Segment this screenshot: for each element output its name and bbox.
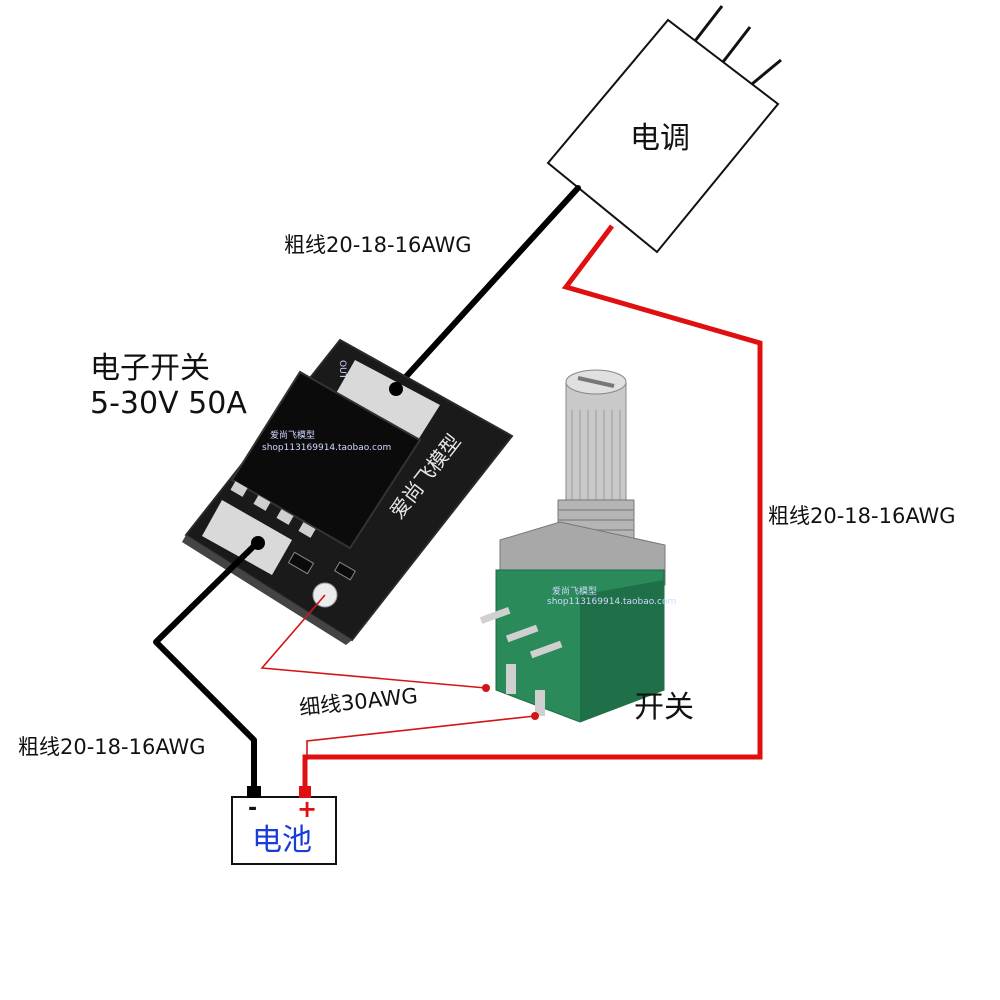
battery-neg-terminal: [247, 786, 261, 798]
pot-pin-3: [529, 640, 563, 659]
wire-red-thick: [302, 224, 763, 790]
label-wire-thin: 细线30AWG: [298, 684, 419, 720]
label-wire-right: 粗线20-18-16AWG: [768, 504, 956, 528]
wire-thin-battery: [306, 715, 536, 760]
switch-module-spec: 5-30V 50A: [90, 386, 247, 421]
label-wire-left: 粗线20-18-16AWG: [18, 735, 206, 759]
battery-minus: -: [248, 796, 257, 821]
battery: - + 电池: [231, 786, 337, 865]
wire-dot-out: [389, 382, 403, 396]
out-pad: [335, 360, 440, 440]
wire-black-thick: [153, 537, 263, 790]
pot-pin-5: [535, 690, 545, 716]
pot-pin-4: [506, 664, 516, 694]
battery-box: [231, 796, 337, 865]
battery-plus: +: [297, 795, 317, 823]
esc-lead-1: [693, 5, 724, 42]
thin-dot-1: [482, 684, 490, 692]
in-pad: [202, 500, 292, 575]
wire-thin-signal: [260, 594, 487, 689]
wire-esc-to-switch: [389, 185, 581, 395]
rotary-toggle-switch: 爱尚飞模型 shop113169914.taobao.com: [479, 369, 676, 723]
pot-body-side: [580, 580, 664, 722]
pot-pin-2: [505, 624, 539, 643]
smd-cap: [334, 561, 356, 581]
electronic-switch-module: OUT 爱尚飞模型 爱尚飞模型 shop113169914.taobao.com: [182, 338, 514, 645]
pot-shaft-slot: [577, 376, 615, 388]
watermark-brand: 爱尚飞模型: [270, 429, 315, 441]
battery-label: 电池: [252, 823, 312, 858]
pot-watermark-brand: 爱尚飞模型: [552, 585, 597, 597]
battery-pos-terminal: [299, 786, 311, 798]
switch-module-title: 电子开关: [90, 351, 210, 386]
pcb-edge: [182, 535, 352, 645]
silk-out: OUT: [337, 360, 347, 380]
mosfet-chip: [230, 370, 422, 550]
chip-legs: [230, 481, 316, 538]
pot-watermark-shop: shop113169914.taobao.com: [547, 597, 676, 607]
esc-block: 电调: [546, 5, 782, 254]
pot-pin-1: [479, 607, 511, 624]
smd-resistor: [287, 551, 315, 575]
label-wire-esc-switch: 粗线20-18-16AWG: [284, 233, 472, 257]
esc-lead-2: [721, 26, 752, 63]
esc-box: [546, 18, 780, 254]
wire-dot-in: [251, 536, 265, 550]
watermark-shop: shop113169914.taobao.com: [262, 443, 391, 453]
esc-label: 电调: [630, 121, 690, 156]
thin-dot-2: [531, 712, 539, 720]
toggle-label: 开关: [634, 690, 694, 725]
esc-lead-3: [751, 58, 782, 86]
